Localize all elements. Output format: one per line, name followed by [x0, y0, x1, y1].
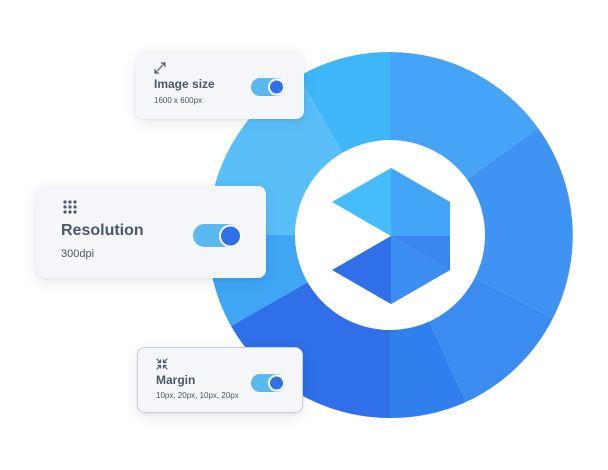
margin-card: Margin 10px, 20px, 10px, 20px — [137, 347, 303, 413]
margin-toggle[interactable] — [251, 374, 285, 392]
image-size-value: 1600 x 600px — [154, 96, 203, 105]
resolution-value: 300dpi — [61, 248, 95, 260]
play-cube-logo-icon — [332, 168, 450, 304]
resolution-toggle[interactable] — [193, 224, 242, 247]
resolution-card: Resolution 300dpi — [36, 186, 266, 278]
toggle-knob — [219, 224, 242, 247]
dot-grid-icon — [63, 200, 77, 219]
toggle-knob — [268, 374, 285, 392]
image-size-toggle[interactable] — [251, 78, 285, 96]
resolution-title: Resolution — [61, 222, 144, 239]
image-size-card: Image size 1600 x 600px — [136, 52, 304, 119]
toggle-knob — [268, 78, 285, 96]
margin-title: Margin — [156, 373, 196, 387]
expand-arrows-icon — [154, 61, 166, 79]
image-size-title: Image size — [154, 77, 215, 91]
margin-value: 10px, 20px, 10px, 20px — [156, 391, 239, 400]
collapse-arrows-icon — [156, 357, 168, 375]
